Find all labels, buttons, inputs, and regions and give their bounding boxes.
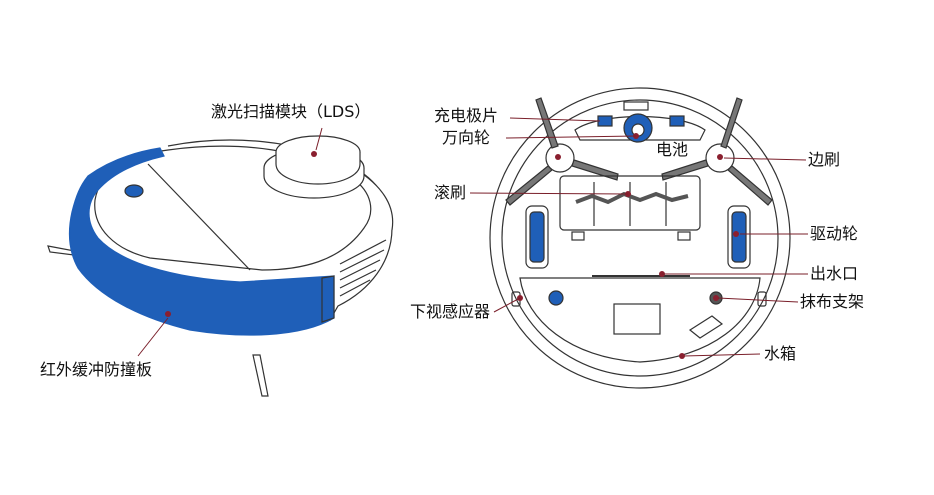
side-vents [339,239,387,297]
tank-window [613,303,661,335]
lds-turret-side [275,152,361,185]
label-caster: 万向轮 [442,128,491,147]
label-water-tank: 水箱 [764,344,797,363]
charge-plate [623,101,649,111]
robot-bottom-view [489,87,791,389]
tank-outline [519,277,761,363]
robot-perspective [47,135,394,397]
label-drive-wheel: 驱动轮 [810,224,859,243]
roller-latch-right [677,231,691,241]
label-side-brush: 边刷 [808,150,841,169]
side-brush-arm-left-1 [535,97,559,149]
label-mop-bracket: 抹布支架 [800,292,865,311]
roller-frame [559,175,701,231]
tank-cap [688,315,724,339]
charge-contact-left [597,115,613,127]
power-button [124,184,144,198]
label-lds: 激光扫描模块（LDS） [211,102,371,121]
drive-wheel-right-tread [731,211,747,263]
bumper-leader [137,317,169,357]
label-water-outlet: 出水口 [810,264,859,283]
side-brush-arm-right-3 [661,159,709,181]
side-brush-arm-left-3 [571,159,619,181]
label-cliff-sensor: 下视感应器 [410,302,491,321]
side-brush-arm-left-2 [505,165,553,206]
bumper-marker-dot [165,311,171,317]
cover-divider [147,163,251,271]
side-brush-arm-right-2 [727,165,773,206]
cliff-sensor-left [548,290,564,306]
drive-wheel-left-tread [529,211,545,263]
charge-contact-right [669,115,685,127]
label-battery: 电池 [656,140,689,159]
lds-leader [315,127,323,151]
cliff-sensor-side-right [757,291,767,307]
label-bumper: 红外缓冲防撞板 [40,360,153,379]
side-brush-bottom [252,354,269,397]
leader-lines [469,117,808,357]
label-roller: 滚刷 [434,183,467,202]
lds-marker-dot [311,151,317,157]
bumper-front-face [321,275,335,323]
roller-latch-left [571,231,585,241]
inner-ring [501,99,779,377]
label-charge-plate: 充电极片 [434,106,499,125]
side-brush-arm-right-1 [720,97,743,149]
roller-bristles [575,191,689,205]
top-bracket [574,115,706,141]
